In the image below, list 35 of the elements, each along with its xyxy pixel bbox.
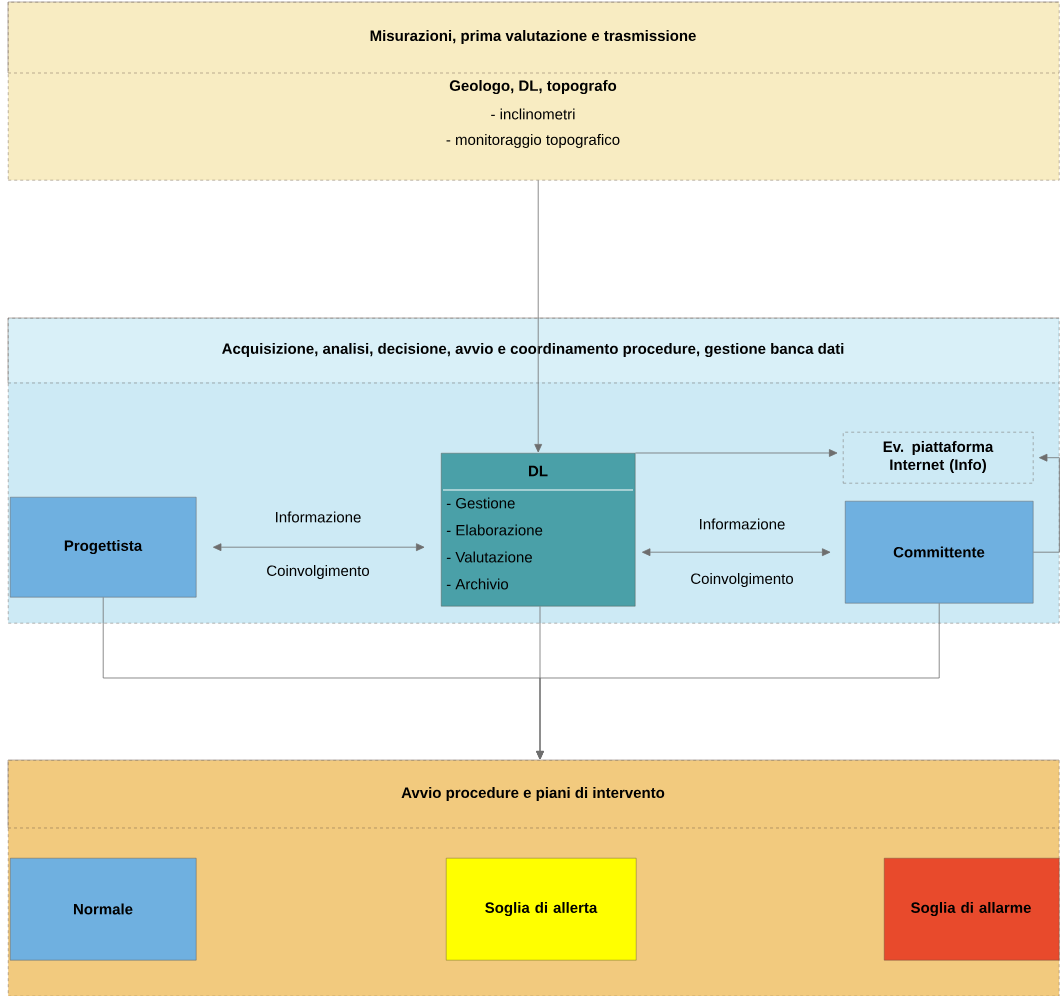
arrow <box>534 180 543 453</box>
arrow <box>642 548 831 557</box>
heading-text: Misurazioni, prima valutazione e trasmissione <box>370 30 696 44</box>
node-text: - Archivio <box>446 578 509 590</box>
edge-label: Informazione <box>276 511 361 523</box>
process-box <box>441 453 636 607</box>
node-text: Committente <box>893 546 985 558</box>
dashed-box <box>843 432 1034 484</box>
arrow <box>536 603 940 760</box>
process-box <box>446 858 637 961</box>
arrow <box>213 543 425 552</box>
node-text: Ev. piattaforma Internet (Info) <box>883 441 994 473</box>
heading-text: Acquisizione, analisi, decisione, avvio e coordinamento procedure, gestione banca dati <box>222 343 844 358</box>
process-box <box>10 858 197 961</box>
node-text: Progettista <box>64 540 143 555</box>
heading-text: Avvio procedure e piani di intervento <box>401 787 665 801</box>
process-box <box>884 858 1060 961</box>
band-text: - monitoraggio topografico <box>446 134 620 148</box>
process-box <box>845 501 1034 604</box>
node-text: Soglia di allarme <box>911 901 1031 917</box>
node-text: DL <box>529 465 548 477</box>
arrow <box>635 449 838 457</box>
node-text: - Gestione <box>446 497 515 509</box>
stage-band <box>7 1 1060 181</box>
node-text: Normale <box>74 903 133 915</box>
arrow <box>1033 453 1060 553</box>
note-text: Coinvolgimento <box>267 565 370 579</box>
process-box <box>10 497 197 598</box>
node-text: Soglia di allerta <box>485 901 598 917</box>
node-text: - Valutazione <box>446 551 532 563</box>
band-text: - inclinometri <box>491 108 575 120</box>
edge-label: Informazione <box>700 518 785 530</box>
note-text: Coinvolgimento <box>691 573 794 587</box>
band-text: Geologo, DL, topografo <box>449 80 617 95</box>
node-text: - Elaborazione <box>446 524 543 536</box>
